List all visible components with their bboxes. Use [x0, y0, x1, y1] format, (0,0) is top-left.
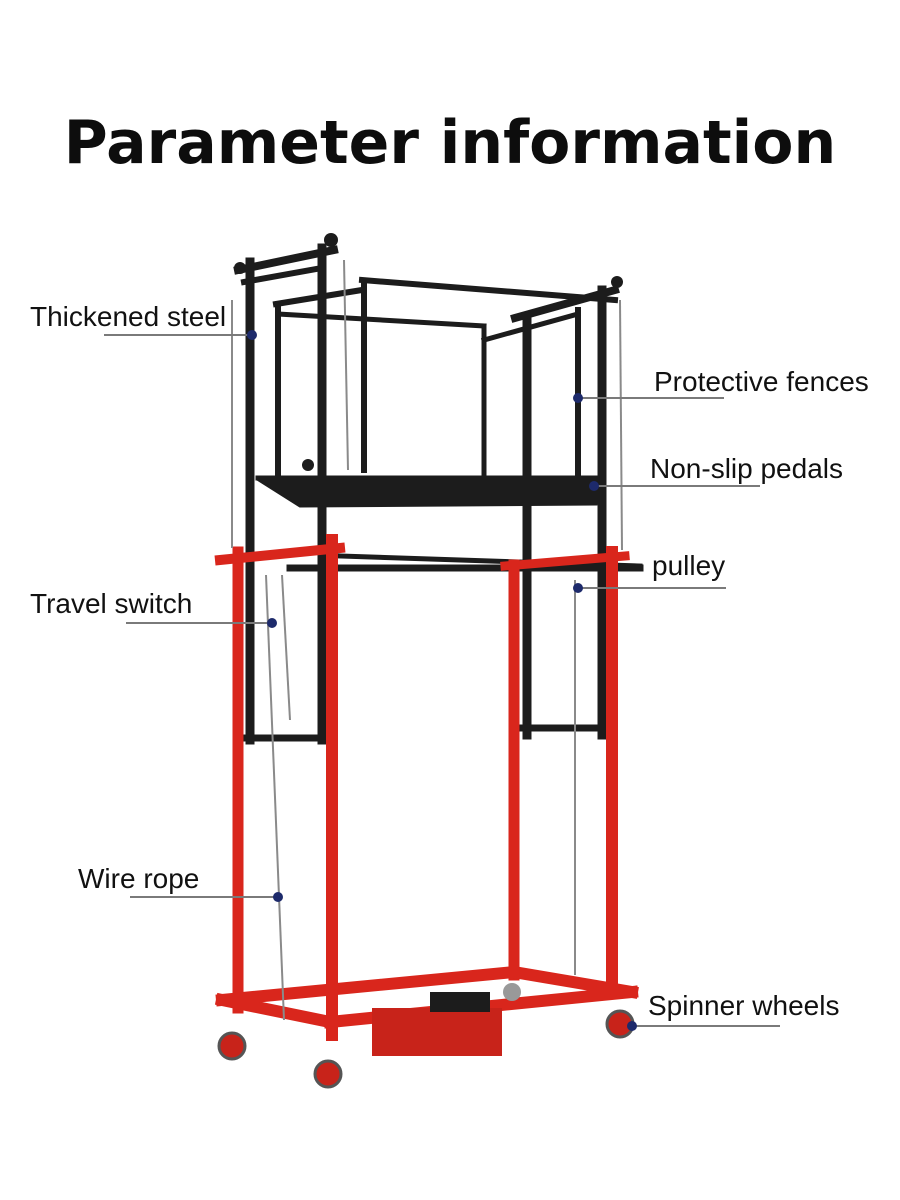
wire-ropes — [231, 259, 623, 1021]
callout-thickened-steel: Thickened steel — [30, 301, 227, 332]
callout-wire-rope: Wire rope — [78, 863, 200, 894]
frame-connectors — [234, 233, 623, 471]
leader-lines — [104, 334, 780, 1027]
callout-travel-switch: Travel switch — [30, 588, 193, 619]
callout-pulley: pulley — [652, 550, 726, 581]
marker-dots — [247, 330, 637, 1031]
spinner-wheels — [217, 983, 635, 1089]
upper-black-frame — [232, 243, 644, 745]
callout-spinner-wheels: Spinner wheels — [648, 990, 840, 1021]
callout-protective-fences: Protective fences — [654, 366, 869, 397]
motor-box — [372, 992, 502, 1056]
page-title: Parameter information — [63, 108, 837, 178]
callout-non-slip-pedals: Non-slip pedals — [650, 453, 843, 484]
